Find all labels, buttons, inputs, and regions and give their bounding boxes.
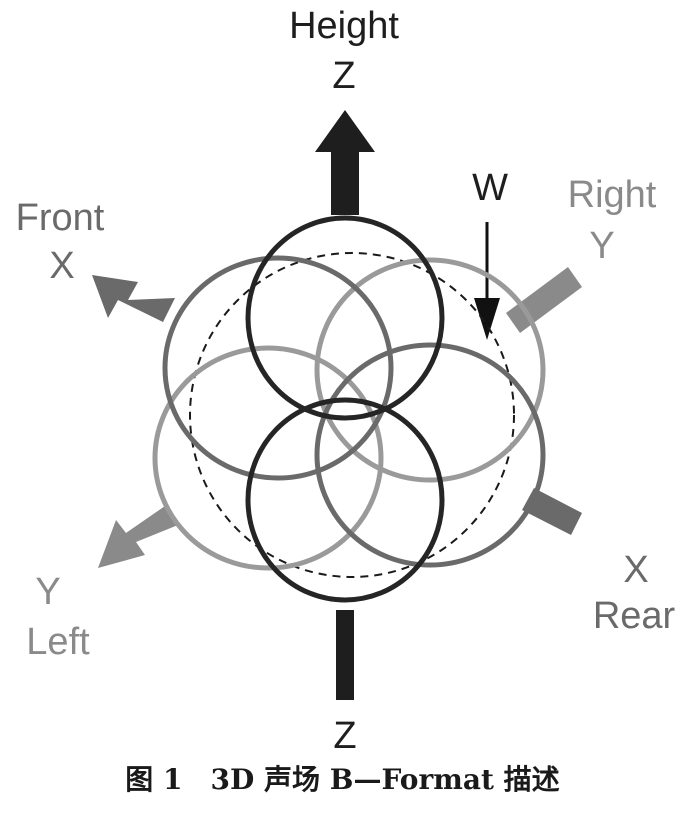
label-z-bottom: Z [333,715,356,757]
label-right: Right [568,174,657,216]
z-up-arrow [315,110,375,215]
label-x-rear: X [623,549,648,591]
axis-arrows [92,110,582,700]
figure-caption: 图 1 3D 声场 B—Format 描述 [125,763,560,796]
y-left-arrow [98,506,178,568]
label-left: Left [26,621,90,663]
x-front-arrow [92,275,175,322]
label-rear: Rear [593,595,676,637]
w-omni-circle [189,252,515,578]
axis-labels: Height Z W Front X Right Y Y Left X Rear… [16,5,676,757]
lobes [152,215,546,603]
x-lobe-rear [314,342,546,568]
z-lobe-top [245,215,445,421]
z-down-arrow [336,610,354,700]
y-right-arrow [506,267,582,333]
label-height: Height [289,5,399,47]
z-lobe-bottom [245,397,445,603]
w-arrow-head [474,298,500,340]
label-x-front: X [49,245,74,287]
label-y-right: Y [589,225,614,267]
label-w: W [472,167,508,209]
x-rear-arrow [522,488,582,535]
label-z-top: Z [332,55,355,97]
x-lobe-front [162,255,394,481]
label-y-left: Y [35,571,60,613]
y-lobe-right [314,257,546,483]
y-lobe-left [152,345,384,571]
label-front: Front [16,197,105,239]
